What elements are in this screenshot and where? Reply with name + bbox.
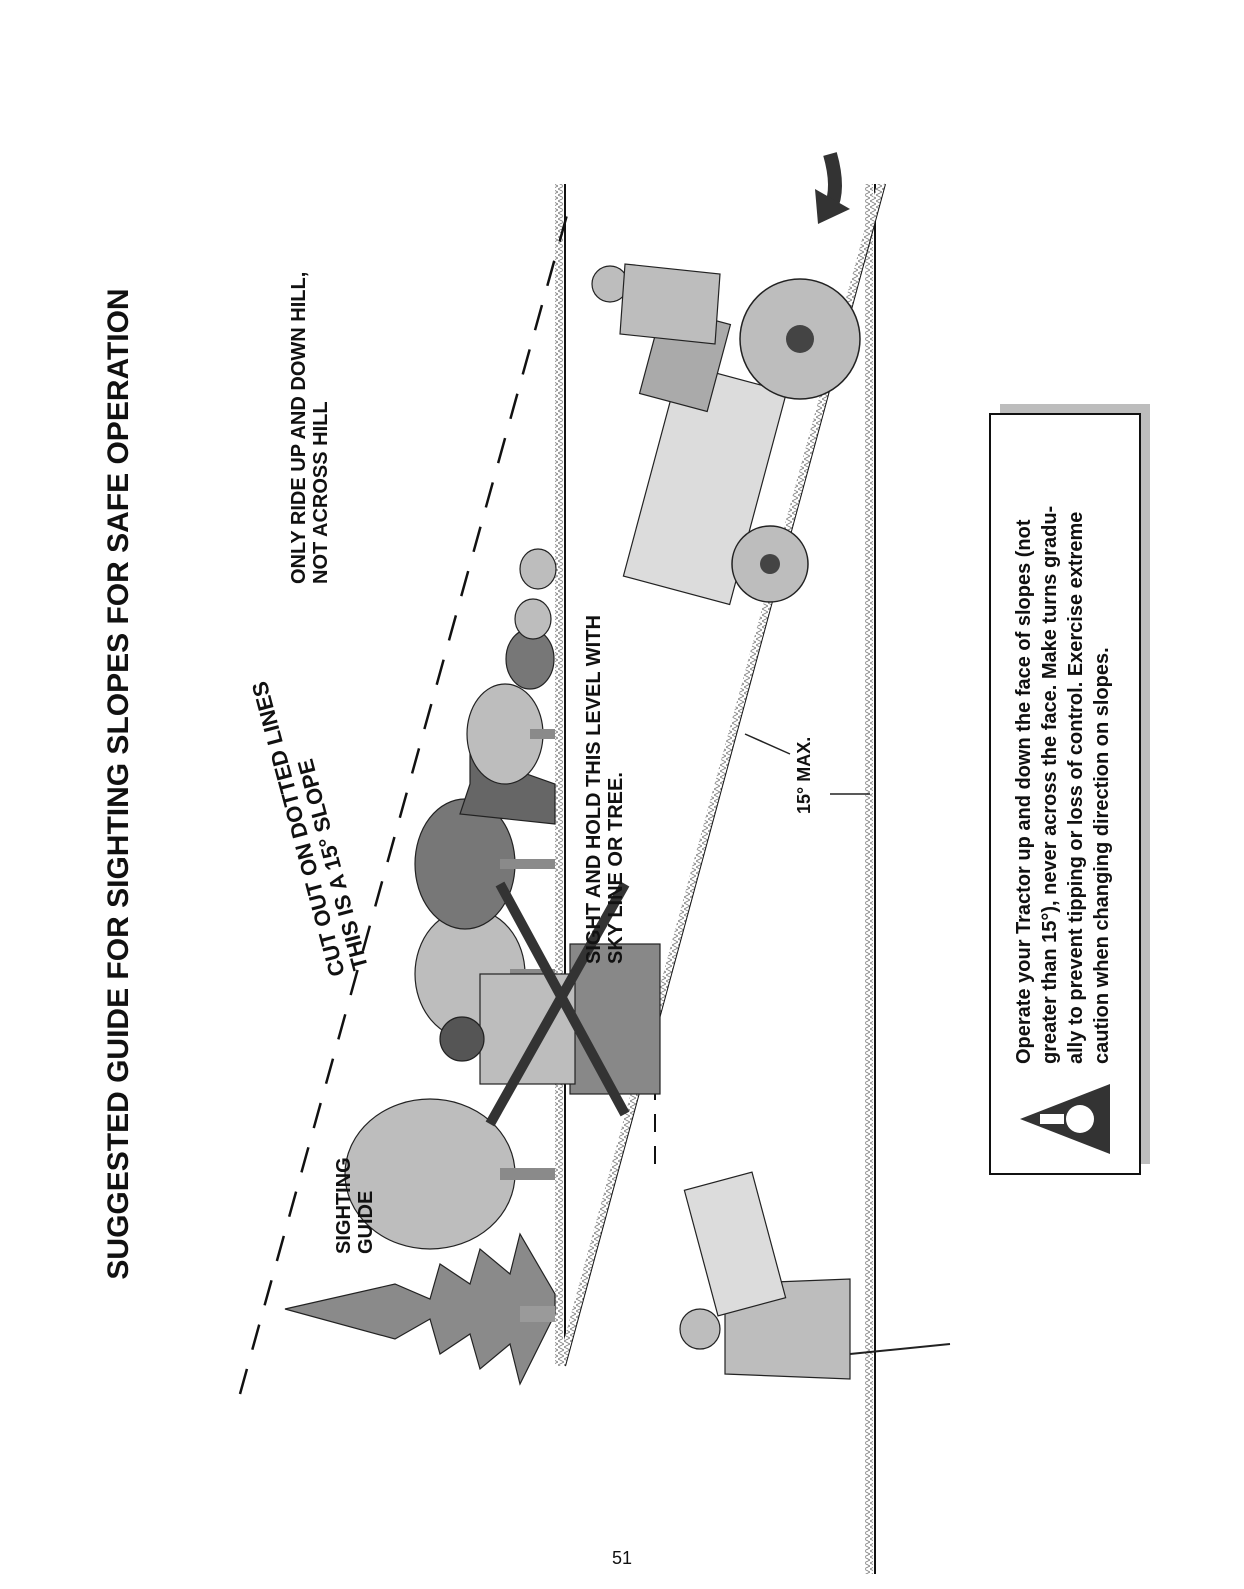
- warning-line1: Operate your Tractor up and down the fac…: [1013, 519, 1035, 1064]
- sighting-guide-line1: SIGHTING: [333, 1157, 355, 1254]
- ride-note-line1: ONLY RIDE UP AND DOWN HILL,: [288, 272, 310, 584]
- dark-tree-trunk: [500, 859, 555, 869]
- tractor-on-slope: [591, 263, 861, 606]
- prohibit-line-2: [495, 881, 630, 1117]
- warning-box-frame: [989, 413, 1141, 1175]
- driver-body: [619, 263, 721, 345]
- sight-note: SIGHT AND HOLD THIS LEVEL WITH SKY LINE …: [583, 610, 627, 964]
- warning-line4: caution when changing direction on slope…: [1091, 647, 1113, 1064]
- sighting-guide-line2: GUIDE: [355, 1191, 377, 1254]
- trees-group: [284, 548, 557, 1386]
- sighting-dashed-line: [238, 203, 572, 1395]
- sighting-guide-card: [683, 1171, 787, 1317]
- direction-arrow-icon: [815, 152, 850, 224]
- person-head: [679, 1308, 721, 1350]
- small-tree-3: [519, 548, 557, 590]
- rider-head: [439, 1016, 485, 1062]
- grass-strip-lower: [865, 184, 873, 1574]
- sight-note-line2: SKY LINE OR TREE.: [605, 772, 627, 964]
- tractor-front-hub: [760, 554, 780, 574]
- ride-note-line2: NOT ACROSS HILL: [310, 401, 332, 584]
- round-tree-3-trunk: [530, 729, 555, 739]
- pine-tree: [284, 1232, 556, 1386]
- round-tree-1-trunk: [500, 1168, 555, 1180]
- warning-triangle-icon: [1020, 1084, 1110, 1154]
- sight-note-line1: SIGHT AND HOLD THIS LEVEL WITH: [583, 615, 605, 964]
- ride-note: ONLY RIDE UP AND DOWN HILL, NOT ACROSS H…: [288, 266, 332, 584]
- pine-trunk: [520, 1306, 555, 1322]
- max-angle-label: 15° MAX.: [794, 737, 814, 814]
- page-number: 51: [611, 1548, 633, 1568]
- person-legs: [849, 1343, 951, 1355]
- person-with-guide: [679, 1171, 951, 1380]
- warning-box: Operate your Tractor up and down the fac…: [989, 404, 1150, 1175]
- page-title: SUGGESTED GUIDE FOR SIGHTING SLOPES FOR …: [102, 288, 135, 1279]
- crossed-out-rider: [439, 881, 661, 1127]
- angle-pointer-upper: [744, 733, 791, 755]
- warning-line2: greater than 15°), never across the face…: [1039, 506, 1061, 1064]
- warning-line3: ally to prevent tipping or loss of contr…: [1065, 512, 1087, 1064]
- small-tree-2: [514, 598, 552, 640]
- tractor-rear-hub: [786, 325, 814, 353]
- sighting-guide-label: SIGHTING GUIDE: [333, 1152, 377, 1254]
- prohibit-line-1: [485, 881, 630, 1127]
- grass-strip-upper: [555, 184, 563, 1366]
